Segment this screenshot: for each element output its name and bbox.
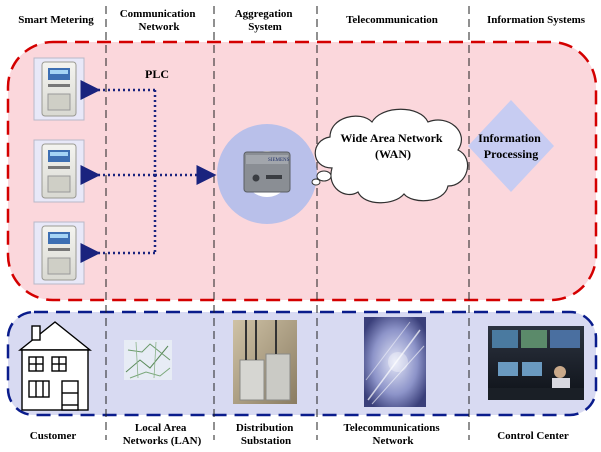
house-icon [18, 321, 92, 411]
column-dividers [105, 6, 470, 440]
header-information-systems: Information Systems [487, 14, 586, 26]
plc-connections [80, 80, 217, 263]
information-processing-label: Information Processing [478, 131, 544, 161]
wan-label: Wide Area Network (WAN) [340, 131, 445, 161]
information-diamond-icon [468, 100, 554, 192]
smart-meter-icon [33, 57, 85, 121]
header-telecommunication: Telecommunication [346, 14, 438, 26]
header-communication-network: Communication Network [120, 8, 199, 33]
substation-photo-icon [233, 320, 297, 404]
footer-telecom: Telecommunications Network [344, 422, 443, 447]
control-center-photo-icon [488, 326, 584, 400]
lan-map-icon [124, 340, 172, 380]
smart-meter-icon [33, 221, 85, 285]
svg-text:SIEMENS: SIEMENS [268, 158, 290, 163]
wan-cloud-icon [311, 108, 469, 204]
header-aggregation-system: Aggregation System [235, 8, 296, 33]
plc-label: PLC [145, 67, 169, 81]
aggregator-device-icon: SIEMENS [217, 124, 317, 224]
footer-customer: Customer [30, 430, 77, 442]
smart-meter-icon [33, 139, 85, 203]
footer-substation: Distribution Substation [236, 422, 296, 447]
header-smart-metering: Smart Metering [18, 14, 94, 26]
lower-region [6, 310, 598, 417]
footer-control-center: Control Center [497, 430, 569, 442]
telecom-photo-icon [364, 317, 426, 407]
footer-lan: Local Area Networks (LAN) [123, 422, 202, 447]
